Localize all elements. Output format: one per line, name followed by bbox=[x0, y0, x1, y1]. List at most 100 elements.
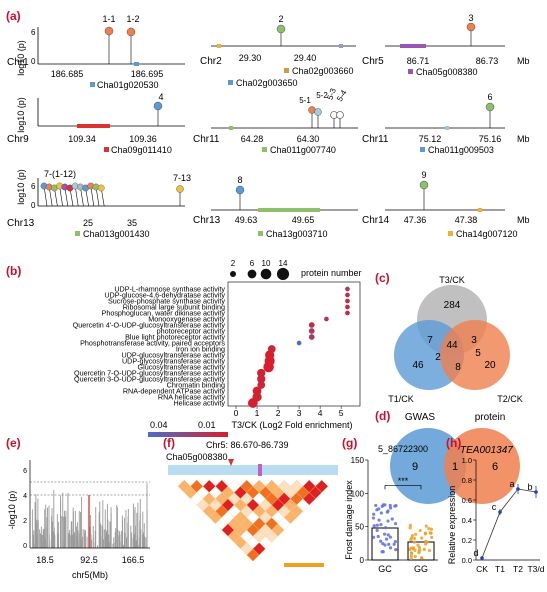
term-label: UDP-L-rhamnose synthase activity bbox=[114, 285, 225, 294]
enrichment-dot bbox=[263, 361, 274, 373]
x-tick-label: T1 bbox=[495, 564, 505, 574]
gene-block bbox=[229, 126, 233, 130]
venn-count: 5 bbox=[475, 348, 481, 359]
size-legend-dot bbox=[229, 270, 237, 278]
gene-legend-swatch bbox=[75, 231, 80, 236]
data-point bbox=[379, 511, 383, 515]
significance-letter: d bbox=[473, 548, 478, 558]
data-point bbox=[372, 524, 376, 528]
plot-frame bbox=[227, 281, 361, 407]
chart-title: 5_86722300 bbox=[378, 444, 428, 454]
gene-block bbox=[478, 208, 482, 212]
peak-marker bbox=[466, 22, 476, 32]
data-point bbox=[394, 504, 398, 508]
x-tick: 47.36 bbox=[404, 215, 427, 225]
peak-stem bbox=[90, 185, 95, 207]
term-label: RNA helicase activity bbox=[158, 393, 226, 402]
manhattan-points bbox=[32, 483, 148, 548]
venn-set-label: protein bbox=[475, 412, 506, 423]
term-label: Sucrose-phosphate synthase activity bbox=[108, 297, 225, 306]
y-tick: 2 bbox=[23, 518, 27, 525]
peak-marker bbox=[485, 102, 495, 112]
venn-count: 44 bbox=[446, 340, 458, 351]
gene-name: Cha13g003710 bbox=[266, 229, 328, 239]
significance-letter: b bbox=[527, 482, 532, 492]
peak-marker bbox=[176, 185, 184, 193]
gene-legend-swatch bbox=[104, 147, 109, 152]
panel-c: (c) T3/CK T1/CK T2/CK 284 7 44 3 46 2 8 … bbox=[375, 271, 523, 404]
data-point bbox=[417, 545, 422, 550]
y-tick-label: 0.8 bbox=[462, 476, 472, 485]
track-chr14-47: 9 Chr14 47.36 47.38 Mb Cha14g007120 bbox=[362, 170, 530, 239]
y-tick: 6 bbox=[31, 28, 36, 37]
gene-name: Cha013g001430 bbox=[83, 229, 150, 239]
x-tick: 25 bbox=[83, 218, 93, 228]
size-legend-value: 6 bbox=[250, 259, 255, 268]
y-tick-label: 50 bbox=[355, 523, 364, 532]
data-point bbox=[412, 540, 417, 544]
chart-title: TEA001347 bbox=[460, 445, 513, 456]
venn-circle-t2 bbox=[440, 320, 510, 390]
ld-heatmap bbox=[177, 479, 329, 562]
peak-label: 7-13 bbox=[173, 173, 191, 183]
x-tick: 109.34 bbox=[68, 134, 96, 144]
track-chr13-49: 8 Chr13 49.63 49.65 Cha13g003710 bbox=[193, 175, 358, 239]
chr-label: Chr11 bbox=[362, 134, 389, 145]
enrichment-dot bbox=[345, 304, 350, 310]
data-point bbox=[408, 526, 412, 530]
gene-legend-swatch bbox=[448, 231, 453, 236]
data-point bbox=[425, 540, 429, 544]
term-label: Helicase activity bbox=[173, 399, 225, 408]
y-axis-label: Frost damage index bbox=[344, 480, 354, 560]
peak-label: 6 bbox=[487, 92, 492, 102]
gene-name: Cha011g007740 bbox=[270, 145, 336, 155]
gene-legend-swatch bbox=[262, 147, 267, 152]
track-chr9-109: log10 (p) 4 Chr9 109.34 109.36 Cha09g011… bbox=[7, 92, 185, 155]
peak-label: 7-(1-12) bbox=[44, 169, 76, 179]
gene-block bbox=[400, 44, 426, 48]
data-point bbox=[390, 517, 394, 521]
x-tick-label: GG bbox=[414, 564, 428, 574]
x-tick-label: 4 bbox=[318, 408, 323, 418]
x-tick: 29.40 bbox=[294, 53, 317, 63]
x-tick: 18.5 bbox=[36, 555, 54, 565]
ld-color-key bbox=[284, 563, 324, 567]
panel-label-c: (c) bbox=[375, 271, 390, 285]
data-point bbox=[428, 531, 432, 535]
data-point bbox=[382, 532, 387, 536]
venn-count: 2 bbox=[435, 352, 441, 363]
y-tick: 4 bbox=[23, 493, 27, 500]
peak-label: 1-1 bbox=[102, 14, 115, 24]
data-point bbox=[383, 526, 388, 530]
ld-cell bbox=[315, 479, 329, 493]
term-label: Quercetin 3-O-UDP-glucosyltransferase ac… bbox=[74, 375, 225, 384]
data-point bbox=[430, 535, 434, 540]
peak-marker bbox=[336, 111, 344, 119]
y-tick-label: 0 bbox=[360, 556, 365, 565]
peak-stem bbox=[59, 185, 63, 207]
term-label: Monooxygenase activity bbox=[148, 315, 225, 324]
enrichment-dots bbox=[247, 286, 350, 408]
panel-e: (e) -log10 (p) 6 4 2 0 18.5 92.5 166.5 c… bbox=[6, 436, 150, 580]
data-point bbox=[375, 523, 379, 527]
gene-block bbox=[258, 208, 320, 212]
significance-label: *** bbox=[398, 476, 409, 486]
track-ylabel: log10 (p) bbox=[16, 97, 26, 133]
gene-block bbox=[134, 62, 139, 66]
panel-label-g: (g) bbox=[342, 436, 357, 450]
color-legend-bar bbox=[148, 432, 228, 437]
venn-count: 8 bbox=[455, 362, 461, 373]
size-legend-value: 14 bbox=[279, 259, 288, 268]
region-title: Chr5: 86.670-86.739 bbox=[206, 440, 289, 450]
chr-label: Chr9 bbox=[7, 134, 29, 145]
data-point bbox=[408, 523, 412, 527]
x-tick-label: 2 bbox=[276, 408, 281, 418]
gene-legend-swatch bbox=[228, 80, 233, 85]
bar bbox=[407, 541, 435, 561]
data-point bbox=[374, 503, 378, 508]
gene-legend-swatch bbox=[284, 68, 289, 73]
peak-marker bbox=[314, 108, 322, 116]
track-chr1-186: log10 (p) 6 0 1-1 1-2 Chr1 186.685 186.6… bbox=[7, 14, 185, 90]
